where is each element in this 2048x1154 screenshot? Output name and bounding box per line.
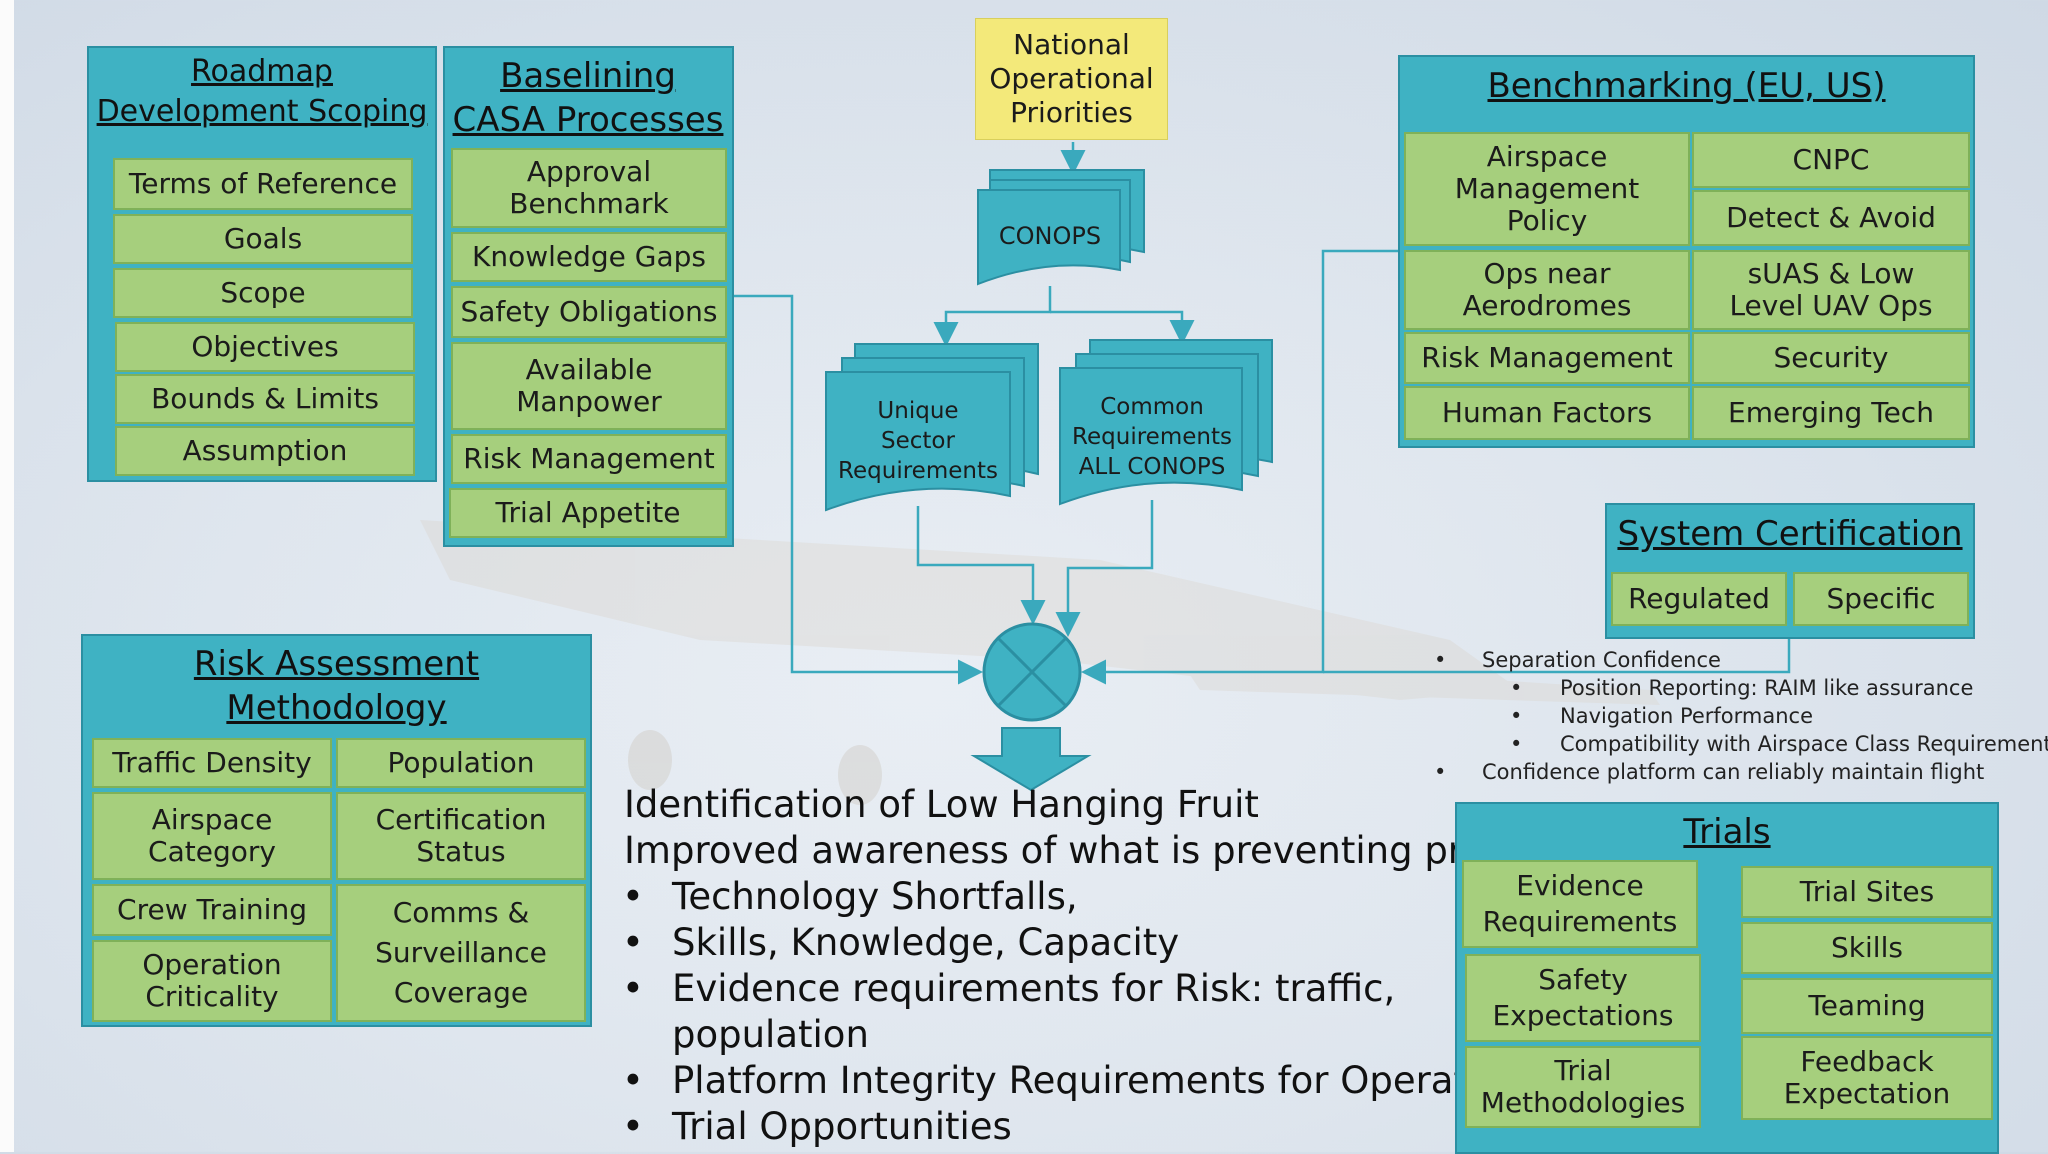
bench-item-human-factors: Human Factors <box>1404 386 1690 440</box>
common-label-line2: Requirements <box>1072 424 1232 450</box>
bullet-dot: • <box>622 921 644 964</box>
bench-item-risk-management: Risk Management <box>1404 332 1690 384</box>
bench-item-detect-avoid: Detect & Avoid <box>1692 190 1970 246</box>
trials-item-safety-expectations: Safety Expectations <box>1465 954 1701 1042</box>
baselining-item-trial-appetite: Trial Appetite <box>449 488 727 538</box>
bench-item-cnpc: CNPC <box>1692 132 1970 188</box>
cert-item-specific: Specific <box>1793 572 1969 626</box>
baselining-title: Baselining CASA Processes <box>452 56 724 140</box>
cert-item-regulated: Regulated <box>1611 572 1787 626</box>
bench-item-airspace-management-policy: Airspace Management Policy <box>1404 132 1690 246</box>
separation-subitem: Navigation Performance <box>1560 704 1814 728</box>
separation-subitem: Position Reporting: RAIM like assurance <box>1560 676 1974 700</box>
risk-item-population: Population <box>336 738 586 788</box>
certification-title: System Certification <box>1617 514 1963 554</box>
trials-item-trial-methodologies: Trial Methodologies <box>1465 1046 1701 1128</box>
unique-label-line1: Unique <box>877 398 958 424</box>
roadmap-item-terms-of-reference: Terms of Reference <box>113 158 413 210</box>
conops-document-shape <box>977 169 1145 286</box>
bench-item-ops-near-aerodromes: Ops near Aerodromes <box>1404 250 1690 330</box>
risk-item-comms-surveillance: Comms & Surveillance Coverage <box>336 884 586 1022</box>
risk-item-airspace-category: Airspace Category <box>92 792 332 880</box>
unique-label-line3: Requirements <box>838 458 998 484</box>
separation-item: Confidence platform can reliably maintai… <box>1482 760 1985 784</box>
roadmap-item-bounds-limits: Bounds & Limits <box>115 374 415 424</box>
conops-label: CONOPS <box>999 222 1101 250</box>
down-arrow-shape <box>970 727 1092 792</box>
separation-subitem: Compatibility with Airspace Class Requir… <box>1560 732 2048 756</box>
trials-item-skills: Skills <box>1741 922 1993 974</box>
national-priorities-box: National Operational Priorities <box>975 18 1168 140</box>
baselining-item-risk-management: Risk Management <box>451 434 727 484</box>
findings-bullet-continued: population <box>672 1013 869 1056</box>
findings-bullet: Evidence requirements for Risk: traffic, <box>672 967 1396 1010</box>
baselining-item-approval-benchmark: Approval Benchmark <box>451 148 727 228</box>
trials-title: Trials <box>1683 812 1771 852</box>
roadmap-item-objectives: Objectives <box>115 322 415 372</box>
trials-item-trial-sites: Trial Sites <box>1741 866 1993 918</box>
page-edge <box>0 0 14 1152</box>
unique-label-line2: Sector <box>881 428 955 454</box>
roadmap-title: Roadmap Development Scoping <box>96 54 428 129</box>
bullet-dot: • <box>1434 648 1447 672</box>
baselining-item-knowledge-gaps: Knowledge Gaps <box>451 232 727 282</box>
bullet-dot: • <box>1510 732 1523 756</box>
risk-item-crew-training: Crew Training <box>92 884 332 936</box>
findings-bullet: Skills, Knowledge, Capacity <box>672 921 1180 964</box>
bullet-dot: • <box>622 967 644 1010</box>
risk-item-operation-criticality: Operation Criticality <box>92 940 332 1022</box>
bullet-dot: • <box>1510 704 1523 728</box>
baselining-item-available-manpower: Available Manpower <box>451 342 727 430</box>
findings-line-1: Identification of Low Hanging Fruit <box>624 783 1259 826</box>
common-label-line3: ALL CONOPS <box>1079 454 1226 480</box>
trials-item-evidence-requirements: Evidence Requirements <box>1462 860 1698 948</box>
baselining-item-safety-obligations: Safety Obligations <box>451 286 727 338</box>
roadmap-item-scope: Scope <box>113 268 413 318</box>
bench-item-security: Security <box>1692 332 1970 384</box>
trials-item-teaming: Teaming <box>1741 978 1993 1034</box>
risk-item-traffic-density: Traffic Density <box>92 738 332 788</box>
common-document-shape <box>1059 339 1273 506</box>
national-priorities-label: National Operational Priorities <box>989 28 1154 129</box>
benchmarking-title: Benchmarking (EU, US) <box>1487 66 1886 106</box>
separation-item: Separation Confidence <box>1482 648 1721 672</box>
findings-bullet: Platform Integrity Requirements for Oper… <box>672 1059 1544 1102</box>
risk-item-certification-status: Certification Status <box>336 792 586 880</box>
common-label-line1: Common <box>1100 394 1204 420</box>
bullet-dot: • <box>1510 676 1523 700</box>
bullet-dot: • <box>1434 760 1447 784</box>
roadmap-item-assumption: Assumption <box>115 426 415 476</box>
bullet-dot: • <box>622 1059 644 1102</box>
bullet-dot: • <box>622 875 644 918</box>
bench-item-emerging-tech: Emerging Tech <box>1692 386 1970 440</box>
findings-bullet: Trial Opportunities <box>672 1105 1012 1148</box>
findings-line-2: Improved awareness of what is preventing… <box>624 829 1585 872</box>
trials-item-feedback-expectation: Feedback Expectation <box>1741 1036 1993 1120</box>
risk-title: Risk Assessment Methodology <box>193 644 480 728</box>
bench-item-suas-low-level: sUAS & Low Level UAV Ops <box>1692 250 1970 330</box>
unique-document-shape <box>825 343 1039 512</box>
bullet-dot: • <box>622 1105 644 1148</box>
findings-bullet: Technology Shortfalls, <box>672 875 1078 918</box>
roadmap-item-goals: Goals <box>113 214 413 264</box>
